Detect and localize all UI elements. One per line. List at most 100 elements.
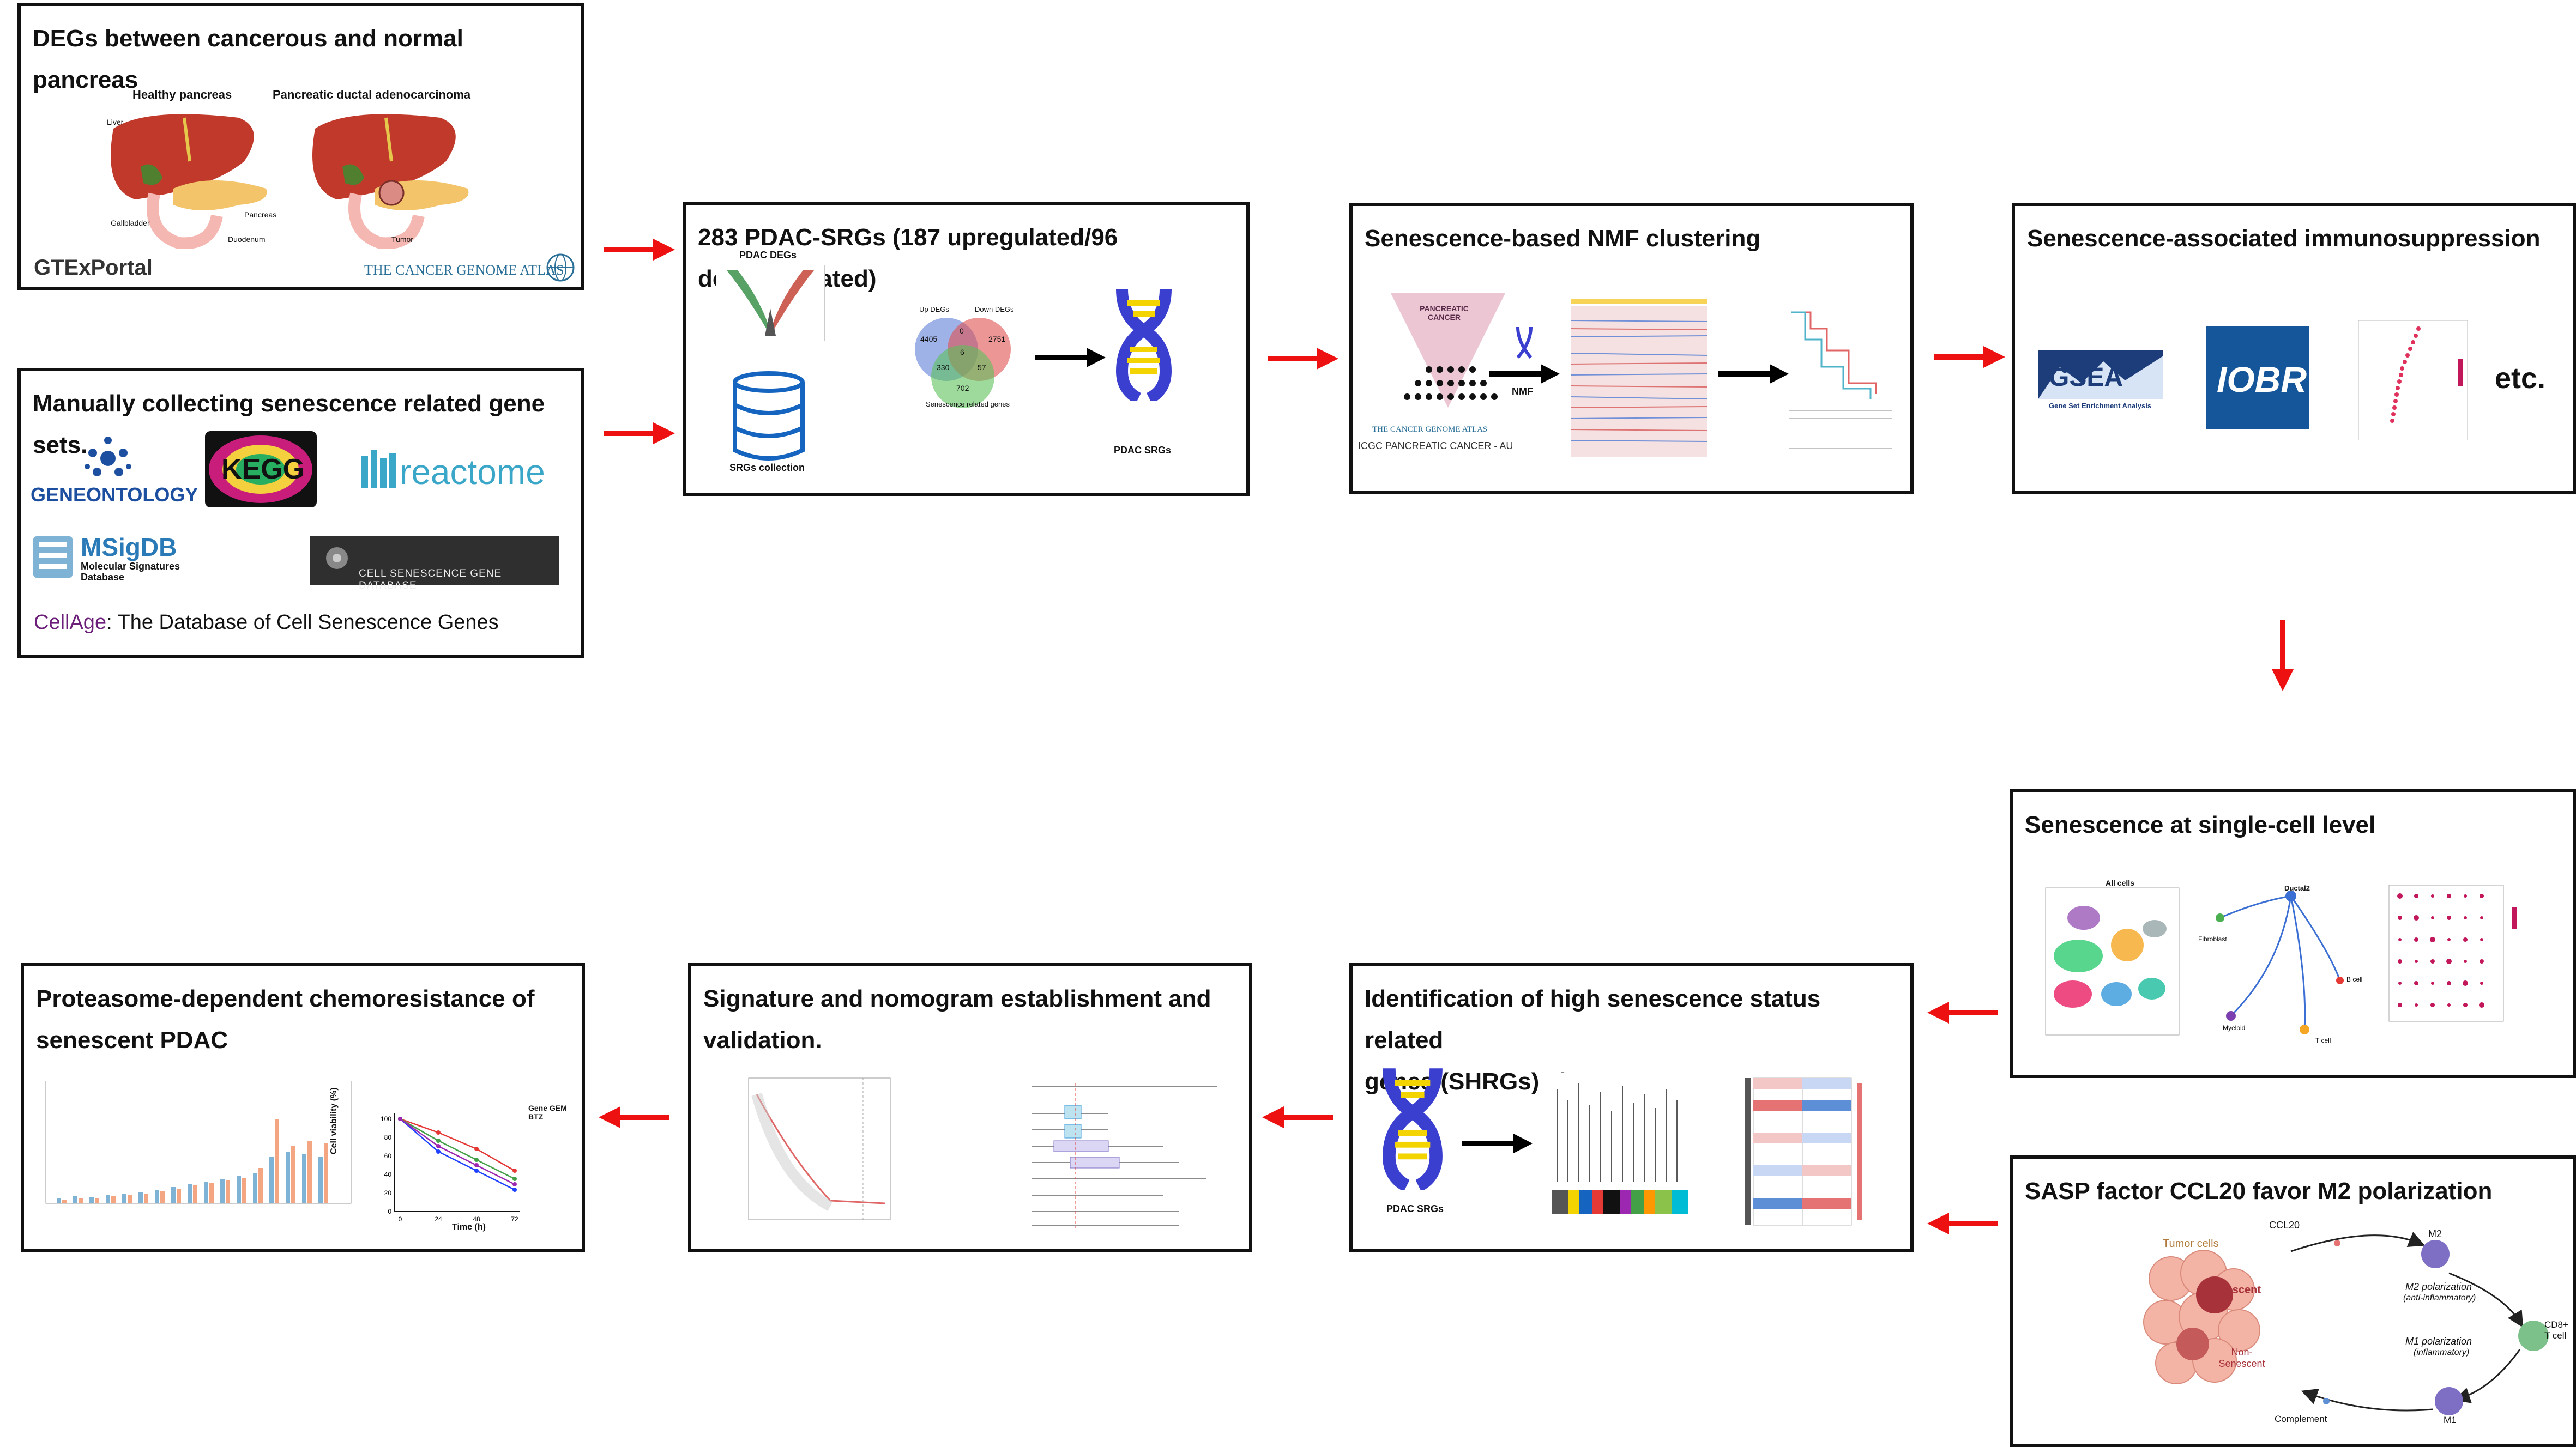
viability-series-line (400, 1118, 515, 1172)
organ-label-liver: Liver (107, 118, 124, 126)
geneontology-logo: GENEONTOLOGY (31, 483, 198, 506)
panel-title: Senescence-based NMF clustering (1365, 225, 1761, 252)
viability-point (474, 1169, 479, 1173)
arrow-p6-to-p8 (1927, 1002, 1998, 1024)
viability-point (398, 1117, 402, 1121)
arrow-p9-to-p10 (599, 1106, 669, 1128)
viability-series-line (400, 1118, 515, 1180)
title-line-1: Identification of high senescence status… (1365, 985, 1821, 1054)
nomogram-plot (1032, 1083, 1217, 1228)
database-icon (733, 371, 805, 461)
organ-label-gallbladder: Gallbladder (111, 219, 150, 227)
panel-wgcna: Identification of high senescence status… (1349, 963, 1914, 1252)
x-tick-label: 72 (511, 1215, 518, 1223)
viability-xlabel: Time (h) (452, 1222, 486, 1232)
m2-polarization-label: M2 polarization (2405, 1281, 2472, 1292)
polarization-cycle (2290, 1232, 2549, 1415)
pdac-srgs-label: PDAC SRGs (1114, 445, 1172, 456)
panel-immunosuppression: Senescence-associated immunosuppression … (2012, 203, 2576, 494)
expression-dot-plot (2388, 885, 2517, 1022)
msigdb-logo: MSigDB (81, 533, 177, 561)
geneontology-icon (85, 437, 131, 476)
y-tick-label: 40 (384, 1171, 392, 1178)
dendrogram (1546, 1073, 1693, 1217)
node-bcell: B cell (2346, 976, 2363, 983)
tcga-logo: THE CANCER GENOME ATLAS (364, 262, 564, 278)
csgene-logo: CELL SENESCENCE GENE DATABASE (359, 568, 502, 591)
viability-point (474, 1158, 479, 1162)
venn-diagram (915, 318, 1011, 408)
right-arrow (1035, 348, 1106, 367)
gsea-logo-box: GSEA Gene Set Enrichment Analysis (2038, 350, 2163, 416)
venn-down-label: Down DEGs (975, 305, 1014, 313)
arrow-p2-to-p3 (604, 422, 675, 444)
arrow-p4-to-p5 (1934, 346, 2005, 368)
cellage-desc: : The Database of Cell Senescence Genes (106, 611, 499, 634)
panel-signature-nomogram: Signature and nomogram establishment and… (688, 963, 1252, 1252)
pdac-label: Pancreatic ductal adenocarcinoma (273, 88, 471, 101)
panel-nmf: Senescence-based NMF clustering PANCREAT… (1349, 203, 1914, 494)
cell-communication-network (2216, 891, 2344, 1034)
panel-title: Senescence at single-cell level (2025, 812, 2376, 838)
title-line-2: validation. (703, 1027, 822, 1054)
senescent-label: Senescent (2206, 1284, 2261, 1296)
pdac-degs-label: PDAC DEGs (739, 250, 797, 261)
csgene-icon (326, 547, 348, 569)
panel-title: DEGs between cancerous and normal pancre… (33, 25, 463, 93)
cellage-brand: CellAge (34, 611, 107, 634)
viability-point (512, 1188, 517, 1192)
viability-point (474, 1147, 479, 1151)
x-tick-label: 0 (399, 1215, 402, 1223)
right-arrow (1462, 1134, 1533, 1153)
patient-cohort-icon (1391, 293, 1505, 408)
node-ductal2: Ductal2 (2284, 884, 2310, 892)
expression-bar-chart (45, 1081, 352, 1204)
module-trait-heatmap (1745, 1077, 1862, 1226)
gsea-logo: GSEA (2049, 363, 2123, 392)
viability-point (512, 1177, 517, 1181)
venn-n-up-srg: 330 (937, 363, 950, 372)
kegg-icon (209, 435, 312, 503)
tumor-cells-label: Tumor cells (2163, 1238, 2219, 1250)
y-tick-label: 0 (388, 1208, 391, 1215)
venn-n-down: 2751 (988, 335, 1006, 343)
ccl20-label: CCL20 (2269, 1220, 2300, 1231)
csgene-logo-box: CELL SENESCENCE GENE DATABASE (310, 536, 559, 591)
m1-label: M1 (2444, 1415, 2457, 1425)
pdac-organ (312, 114, 469, 249)
lasso-plot (748, 1077, 891, 1220)
reactome-icon (361, 450, 396, 488)
m2-sub-label: (anti-inflammatory) (2403, 1293, 2476, 1303)
legend-gene: Gene (528, 1104, 548, 1112)
venn-n-srg: 702 (956, 384, 969, 392)
viability-point (436, 1130, 441, 1135)
tcga-globe-icon (546, 253, 575, 282)
gsea-subtitle: Gene Set Enrichment Analysis (2049, 402, 2152, 410)
panel-sasp-ccl20: SASP factor CCL20 favor M2 polarization … (2010, 1155, 2576, 1447)
pancreatic-cancer-label: PANCREATIC CANCER (1420, 304, 1469, 322)
venn-n-down-srg: 57 (978, 363, 986, 372)
venn-n-updown: 0 (960, 326, 964, 335)
iobr-logo-box: IOBR (2206, 326, 2309, 429)
arrow-p7-to-p8 (1927, 1213, 1998, 1234)
panel-gene-sets: Manually collecting senescence related g… (17, 368, 584, 658)
complement-label: Complement (2275, 1414, 2327, 1424)
survival-curve (1789, 307, 1892, 449)
cellage-line: CellAge: The Database of Cell Senescence… (34, 611, 499, 634)
pancreas-illustration (111, 114, 469, 249)
kegg-label: KEGG (221, 453, 305, 485)
venn-srg-label: Senescence related genes (926, 400, 1010, 408)
x-tick-label: 24 (435, 1215, 442, 1223)
panel-title: Manually collecting senescence related g… (33, 390, 545, 458)
right-arrow (1718, 364, 1789, 384)
panel-title: Signature and nomogram establishment and… (703, 978, 1237, 1061)
viability-series-line (400, 1118, 515, 1191)
m1-polarization-label: M1 polarization (2405, 1336, 2472, 1347)
gsea-icon (2038, 350, 2163, 399)
msigdb-icon (33, 536, 73, 578)
icgc-logo: ICGC PANCREATIC CANCER - AU (1358, 440, 1513, 451)
nmf-label: NMF (1512, 386, 1533, 397)
